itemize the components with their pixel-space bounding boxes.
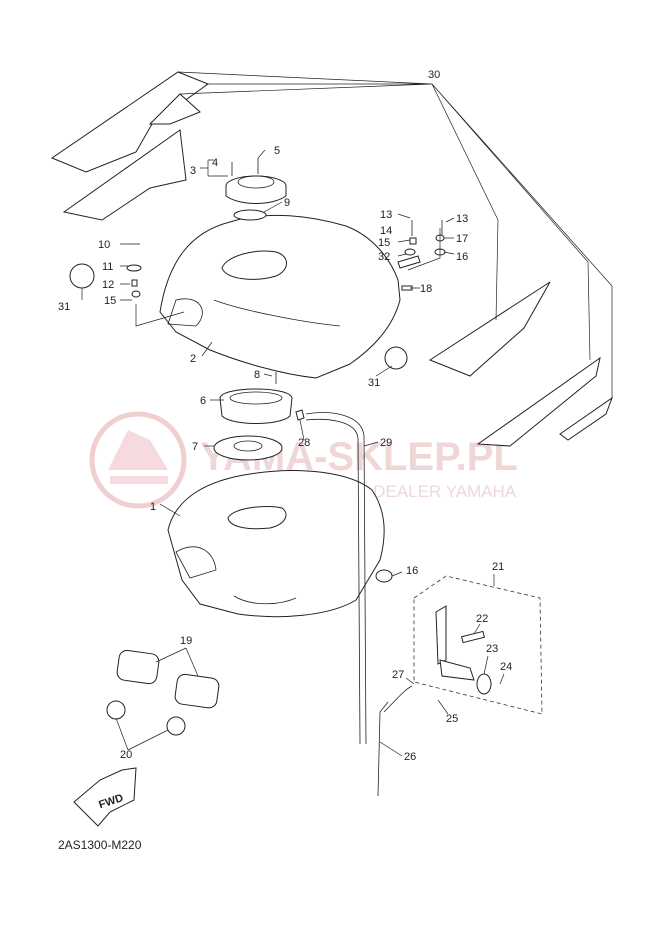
breather-hose bbox=[295, 409, 367, 745]
grommet bbox=[375, 569, 393, 583]
callout-15b: 15 bbox=[378, 237, 390, 249]
callout-27: 27 bbox=[392, 669, 404, 681]
callout-14: 14 bbox=[380, 225, 392, 237]
fuel-tank bbox=[167, 470, 385, 618]
watermark-logo bbox=[89, 411, 187, 509]
callout-13b: 13 bbox=[456, 213, 468, 225]
callout-19: 19 bbox=[180, 635, 192, 647]
callout-28: 28 bbox=[298, 437, 310, 449]
fuel-hoses bbox=[106, 649, 220, 736]
decal-set bbox=[50, 71, 614, 447]
callout-11: 11 bbox=[102, 261, 113, 273]
callout-7: 7 bbox=[192, 441, 198, 453]
callout-30: 30 bbox=[428, 69, 440, 81]
callout-17: 17 bbox=[456, 233, 468, 245]
forward-arrow: FWD bbox=[73, 767, 137, 827]
callout-20: 20 bbox=[120, 749, 132, 761]
callout-26: 26 bbox=[404, 751, 416, 763]
fuel-cock bbox=[377, 575, 543, 797]
callout-16a: 16 bbox=[456, 251, 468, 263]
callout-21: 21 bbox=[492, 561, 504, 573]
callout-25: 25 bbox=[446, 713, 458, 725]
callout-1: 1 bbox=[150, 501, 156, 513]
callout-5: 5 bbox=[274, 145, 280, 157]
callout-2: 2 bbox=[190, 353, 196, 365]
callout-32: 32 bbox=[378, 251, 390, 263]
callout-31b: 31 bbox=[368, 377, 380, 389]
callout-22: 22 bbox=[476, 613, 488, 625]
leader-lines bbox=[81, 149, 505, 757]
callout-4: 4 bbox=[212, 157, 218, 169]
callout-8: 8 bbox=[254, 369, 260, 381]
callout-3: 3 bbox=[190, 165, 196, 177]
filler-cap bbox=[225, 158, 287, 221]
callout-31a: 31 bbox=[58, 301, 70, 313]
callout-9: 9 bbox=[284, 197, 290, 209]
filler-neck-ring bbox=[219, 372, 293, 424]
callout-12: 12 bbox=[102, 279, 114, 291]
callout-15a: 15 bbox=[104, 295, 116, 307]
callout-13a: 13 bbox=[380, 209, 392, 221]
gasket-plate bbox=[213, 435, 283, 461]
callout-23: 23 bbox=[486, 643, 498, 655]
callout-18: 18 bbox=[420, 283, 432, 295]
callout-29: 29 bbox=[380, 437, 392, 449]
diagram-code: 2AS1300-M220 bbox=[58, 838, 142, 852]
small-parts bbox=[69, 220, 446, 370]
callout-6: 6 bbox=[200, 395, 206, 407]
callout-10: 10 bbox=[98, 239, 110, 251]
callout-24: 24 bbox=[500, 661, 512, 673]
callouts: 1 2 3 4 5 6 7 8 9 10 11 12 13 13 14 15 1… bbox=[58, 69, 512, 763]
callout-16b: 16 bbox=[406, 565, 418, 577]
tank-cover bbox=[159, 214, 401, 379]
